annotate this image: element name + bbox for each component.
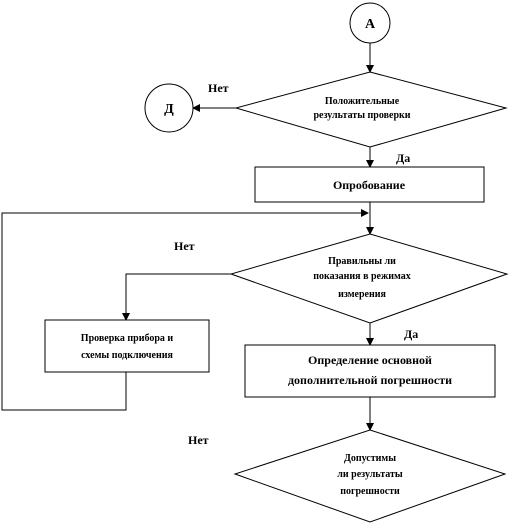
decision-readings-correct: Правильны ли показания в режимах измерен… (229, 233, 509, 324)
process-error-determination: Определение основной дополнительной погр… (244, 344, 496, 398)
line-feedback-loop (1, 209, 369, 411)
decision2-line3: измерения (338, 289, 386, 300)
decision3-line1: Допустимы (344, 453, 396, 464)
connector-a-label: А (365, 17, 376, 32)
line-decision2-to-check (122, 273, 231, 321)
check-box-line1: Проверка прибора и (81, 333, 174, 344)
process2-line1: Определение основной (308, 353, 432, 367)
decision2-no-label: Нет (174, 239, 195, 253)
connector-d: Д (144, 83, 194, 133)
connector-d-label: Д (164, 102, 174, 117)
check-box-line2: схемы подключения (81, 350, 173, 361)
decision3-no-label: Нет (188, 433, 209, 447)
connector-a: А (349, 2, 391, 44)
decision1-yes-label: Да (396, 151, 410, 165)
decision1-line1: Положительные (325, 96, 400, 107)
process1-label: Опробование (333, 178, 406, 192)
decision2-line2: показания в режимах (313, 271, 410, 282)
process2-line2: дополнительной погрешности (288, 373, 452, 387)
process-testing: Опробование (254, 166, 485, 203)
decision1-no-label: Нет (208, 81, 229, 95)
decision1-line2: результаты проверки (313, 110, 410, 121)
decision2-line1: Правильны ли (328, 256, 396, 267)
decision3-line3: погрешности (340, 486, 400, 497)
process-check-device: Проверка прибора и схемы подключения (44, 319, 210, 373)
decision-positive-results: Положительные результаты проверки (234, 71, 508, 148)
decision2-yes-label: Да (404, 327, 418, 341)
decision-error-acceptable: Допустимы ли результаты погрешности (233, 429, 507, 523)
decision3-line2: ли результаты (337, 469, 403, 480)
